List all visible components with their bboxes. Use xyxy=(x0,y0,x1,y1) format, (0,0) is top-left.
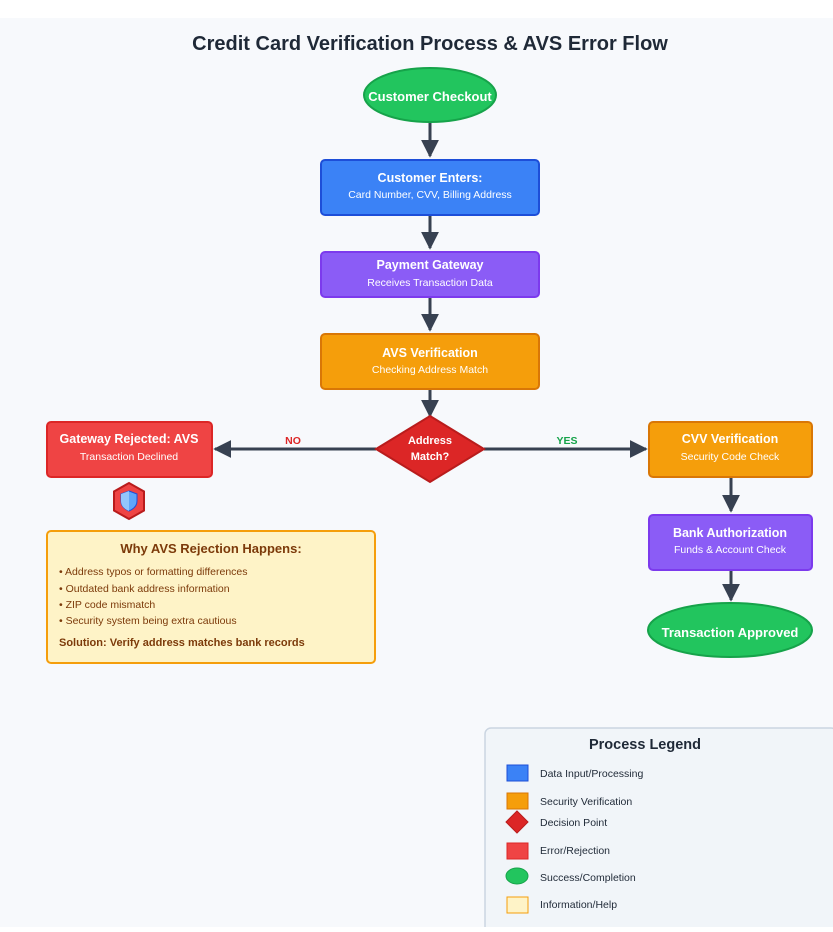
node-cvv-verification: CVV Verification Security Code Check xyxy=(648,421,813,478)
node-label: Bank Authorization xyxy=(673,526,787,540)
node-sublabel: Receives Transaction Data xyxy=(367,277,493,289)
diagram-canvas: Credit Card Verification Process & AVS E… xyxy=(0,18,833,932)
info-item: • Outdated bank address information xyxy=(59,583,230,595)
node-label: AVS Verification xyxy=(382,346,478,360)
legend: Process Legend Data Input/Processing Sec… xyxy=(484,727,833,932)
legend-label: Security Verification xyxy=(540,796,632,808)
legend-title: Process Legend xyxy=(589,737,701,753)
legend-swatch-info xyxy=(506,896,529,914)
info-title: Why AVS Rejection Happens: xyxy=(120,541,301,556)
legend-label: Data Input/Processing xyxy=(540,768,643,780)
node-sublabel: Funds & Account Check xyxy=(674,544,787,556)
node-label: Transaction Approved xyxy=(662,625,799,640)
decision-line-1: Address xyxy=(408,435,452,447)
info-solution: Solution: Verify address matches bank re… xyxy=(59,637,305,649)
node-sublabel: Checking Address Match xyxy=(372,364,488,376)
node-label: Gateway Rejected: AVS xyxy=(60,432,199,446)
info-item: • Address typos or formatting difference… xyxy=(59,566,248,578)
flowchart: Credit Card Verification Process & AVS E… xyxy=(46,33,833,932)
node-customer-checkout: Customer Checkout xyxy=(363,67,497,123)
legend-swatch-orange xyxy=(506,792,529,810)
edge-label-no: NO xyxy=(285,435,301,447)
node-sublabel: Card Number, CVV, Billing Address xyxy=(348,189,512,201)
legend-label: Error/Rejection xyxy=(540,845,610,857)
node-bank-authorization: Bank Authorization Funds & Account Check xyxy=(648,514,813,571)
node-label: Payment Gateway xyxy=(377,258,484,272)
legend-swatch-red xyxy=(506,842,529,860)
legend-swatch-ellipse xyxy=(505,867,529,885)
connectors xyxy=(213,122,740,602)
legend-label: Success/Completion xyxy=(540,872,636,884)
legend-label: Information/Help xyxy=(540,899,617,911)
node-label: Customer Checkout xyxy=(368,89,492,104)
page-title: Credit Card Verification Process & AVS E… xyxy=(192,33,668,55)
node-payment-gateway: Payment Gateway Receives Transaction Dat… xyxy=(320,251,540,298)
info-item: • Security system being extra cautious xyxy=(59,615,237,627)
decision-line-2: Match? xyxy=(411,451,450,463)
info-item: • ZIP code mismatch xyxy=(59,599,155,611)
node-address-match-decision: Address Match? xyxy=(374,414,486,484)
node-label: CVV Verification xyxy=(682,432,779,446)
node-customer-enters: Customer Enters: Card Number, CVV, Billi… xyxy=(320,159,540,216)
edge-label-yes: YES xyxy=(556,435,577,447)
shield-icon xyxy=(113,481,145,521)
legend-swatch-blue xyxy=(506,764,529,782)
node-sublabel: Transaction Declined xyxy=(80,451,178,463)
node-transaction-approved: Transaction Approved xyxy=(647,602,813,658)
node-sublabel: Security Code Check xyxy=(681,451,780,463)
node-avs-verification: AVS Verification Checking Address Match xyxy=(320,333,540,390)
info-box: Why AVS Rejection Happens: • Address typ… xyxy=(46,530,376,664)
node-gateway-rejected: Gateway Rejected: AVS Transaction Declin… xyxy=(46,421,213,478)
legend-swatch-diamond xyxy=(505,810,529,834)
legend-label: Decision Point xyxy=(540,817,607,829)
node-label: Customer Enters: xyxy=(378,171,483,185)
